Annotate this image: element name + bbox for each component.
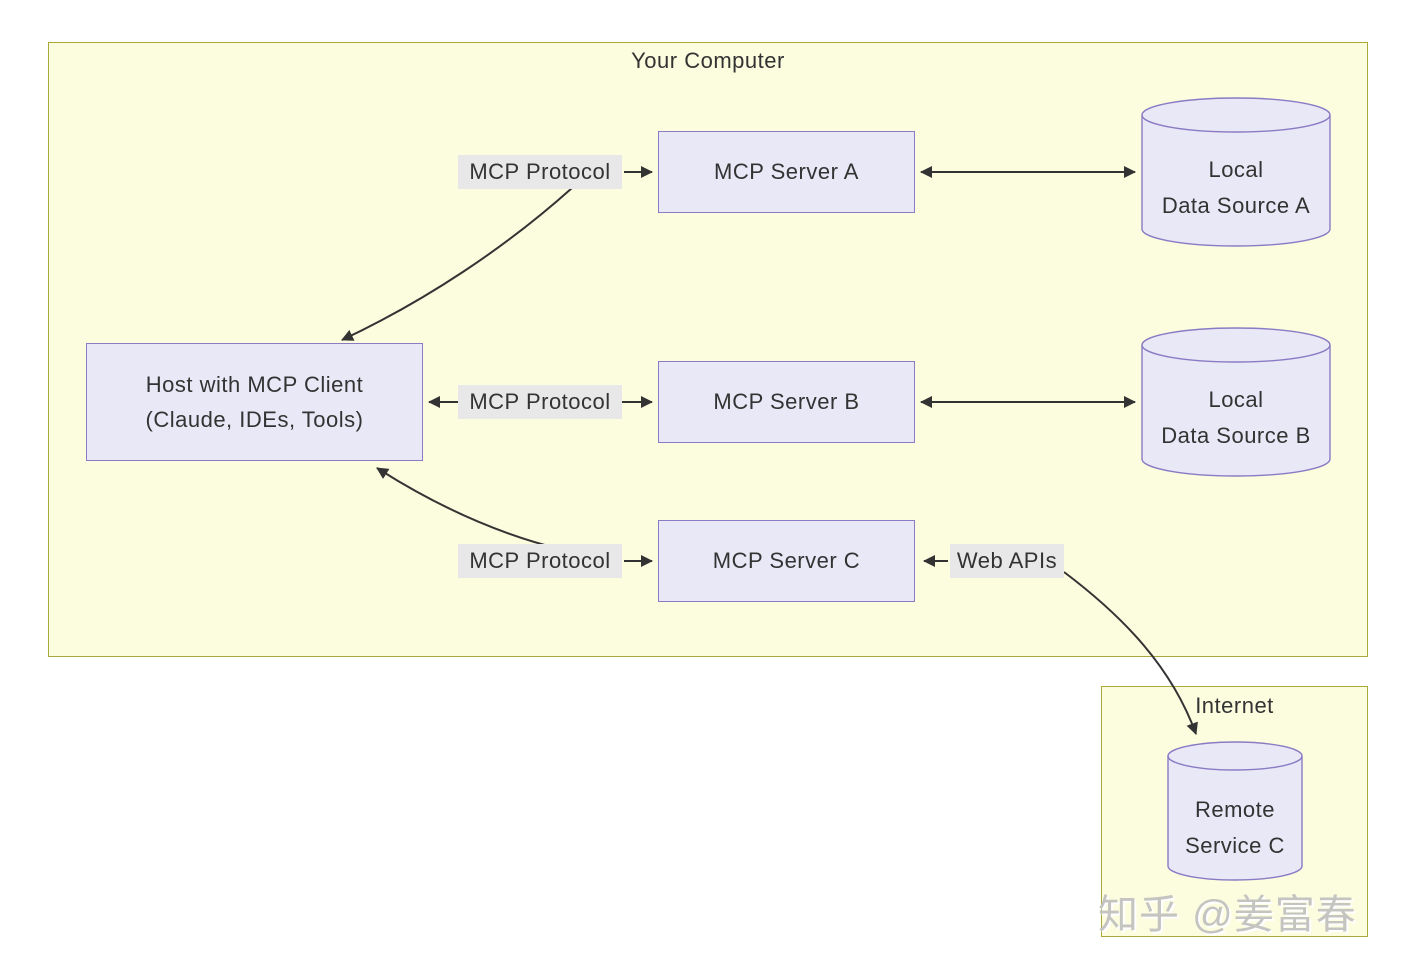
cylinder-local-data-source-a [1141,97,1331,247]
edge-label-mcp-protocol-b: MCP Protocol [458,385,622,419]
remote-service-c-line1: Remote [1194,797,1276,822]
cylinder-remote-service-c [1167,741,1303,881]
edge-label-web-apis: Web APIs [950,544,1064,578]
node-mcp-server-b-label: MCP Server B [713,389,860,414]
node-mcp-server-c: MCP Server C [658,520,915,602]
node-mcp-server-c-label: MCP Server C [712,548,861,573]
data-source-b-line1: Local [1208,387,1264,412]
edge-label-mcp-protocol-a: MCP Protocol [458,155,622,189]
node-mcp-server-b: MCP Server B [658,361,915,443]
data-source-a-line2: Data Source A [1161,193,1311,218]
cylinder-remote-service-c-text: Remote Service C [1167,792,1303,864]
node-mcp-server-a: MCP Server A [658,131,915,213]
cylinder-local-data-source-b [1141,327,1331,477]
data-source-b-line2: Data Source B [1161,423,1311,448]
node-host: Host with MCP Client (Claude, IDEs, Tool… [86,343,423,461]
node-mcp-server-a-label: MCP Server A [714,159,859,184]
cylinder-local-data-source-a-text: Local Data Source A [1141,152,1331,224]
watermark: 知乎 @姜富春 [1098,893,1357,937]
node-host-line2: (Claude, IDEs, Tools) [145,407,364,432]
edge-label-mcp-protocol-c: MCP Protocol [458,544,622,578]
internet-title: Internet [1195,693,1274,718]
remote-service-c-line2: Service C [1185,833,1285,858]
cylinder-local-data-source-b-text: Local Data Source B [1141,382,1331,454]
your-computer-title: Your Computer [631,48,785,73]
node-host-line1: Host with MCP Client [145,372,364,397]
data-source-a-line1: Local [1208,157,1264,182]
